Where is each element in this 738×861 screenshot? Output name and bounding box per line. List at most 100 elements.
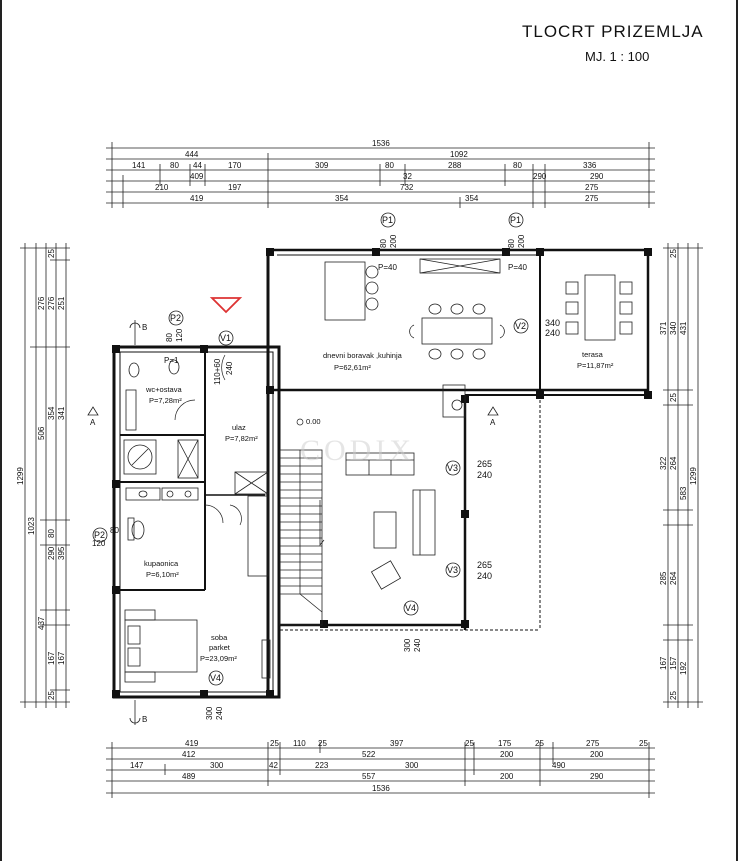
room-name-bathroom: kupaonica: [144, 559, 179, 568]
opening-p1-right: P1 80 200 P=40: [507, 212, 527, 272]
dim-label: 290: [590, 772, 604, 781]
dim-label: 341: [57, 406, 66, 420]
opening-p1-left: P1 80 200 P=40: [378, 212, 398, 272]
top-dimensions: [106, 142, 655, 208]
dim-label: 200: [500, 750, 514, 759]
svg-text:P1: P1: [382, 215, 393, 225]
svg-text:80: 80: [379, 239, 388, 248]
dim-label: 25: [465, 739, 474, 748]
drawing-scale: MJ. 1 : 100: [585, 49, 650, 64]
dim-label: 25: [535, 739, 544, 748]
dim-label: 489: [182, 772, 196, 781]
dim-label: 275: [585, 183, 599, 192]
dim-label: 25: [669, 691, 678, 700]
dim-label: 157: [669, 656, 678, 670]
svg-text:120: 120: [92, 539, 106, 548]
columns: [112, 248, 652, 698]
svg-text:240: 240: [413, 638, 422, 652]
page-border-right: [736, 0, 738, 861]
dim-label: 80: [47, 529, 56, 538]
top-dimension-labels: 1536 444 1092 141 80 44 170 309 80 288 8…: [132, 139, 604, 203]
dim-label: 444: [185, 150, 199, 159]
svg-text:240: 240: [545, 328, 560, 338]
room-name-terrace: terasa: [582, 350, 604, 359]
dim-label: 80: [513, 161, 522, 170]
opening-p2-top: P2 80 120 P=1: [164, 310, 184, 365]
section-label-a: A: [90, 418, 96, 427]
dim-label: 276: [37, 296, 46, 310]
svg-text:240: 240: [215, 706, 224, 720]
dim-label: 80: [170, 161, 179, 170]
dim-label: 25: [669, 249, 678, 258]
dim-label: 557: [362, 772, 376, 781]
svg-text:V4: V4: [405, 603, 416, 613]
dim-label: 25: [47, 249, 56, 258]
svg-text:240: 240: [477, 470, 492, 480]
svg-text:200: 200: [517, 234, 526, 248]
dim-label: 264: [669, 571, 678, 585]
dim-label: 395: [57, 546, 66, 560]
dim-label: 80: [385, 161, 394, 170]
drawing-title: TLOCRT PRIZEMLJA: [522, 22, 704, 41]
dim-label: 409: [190, 172, 204, 181]
dim-label: 1299: [16, 467, 25, 485]
dining-table: [409, 303, 505, 360]
room-area-bathroom: P=6,10m²: [146, 570, 179, 579]
dim-label: 583: [679, 486, 688, 500]
opening-v4a: V4 300 240: [403, 600, 422, 652]
dim-label: 147: [130, 761, 144, 770]
svg-text:P2: P2: [94, 530, 105, 540]
svg-text:110+60: 110+60: [213, 358, 222, 385]
svg-text:265: 265: [477, 459, 492, 469]
staircase: [234, 449, 325, 626]
svg-text:265: 265: [477, 560, 492, 570]
section-label-a: A: [490, 418, 496, 427]
dim-label: 522: [362, 750, 376, 759]
watermark: CODIX: [300, 434, 415, 467]
dim-label: 276: [47, 296, 56, 310]
dim-label: 1092: [450, 150, 468, 159]
dim-label: 264: [669, 456, 678, 470]
svg-text:P2: P2: [170, 313, 181, 323]
dim-label: 141: [132, 161, 146, 170]
opening-v2: V2 340 240: [513, 318, 560, 338]
room-name-living: dnevni boravak ,kuhinja: [323, 351, 403, 360]
level-marker: [296, 418, 304, 426]
dim-label: 223: [315, 761, 329, 770]
svg-text:80: 80: [165, 333, 174, 342]
dim-label: 25: [669, 393, 678, 402]
opening-v3b: V3 265 240: [445, 560, 492, 581]
dim-label: 275: [585, 194, 599, 203]
room-sub-bedroom: parket: [209, 643, 231, 652]
opening-p2-left: P2 80 120: [92, 526, 119, 548]
svg-text:V4: V4: [210, 673, 221, 683]
opening-v3a: V3 265 240: [445, 459, 492, 480]
room-area-living: P=62,61m²: [334, 363, 371, 372]
dim-label: 309: [315, 161, 329, 170]
entry-marker: [209, 297, 243, 314]
dim-label: 506: [37, 426, 46, 440]
dim-label: 25: [270, 739, 279, 748]
bottom-dimension-labels: 419 25 110 25 397 25 175 25 275 25 412 5…: [130, 739, 648, 793]
terrace-table: [565, 274, 633, 341]
svg-text:P=40: P=40: [378, 263, 397, 272]
dim-label: 192: [679, 661, 688, 675]
svg-text:P1: P1: [510, 215, 521, 225]
dim-label: 167: [47, 651, 56, 665]
left-dimensions: [20, 243, 70, 708]
svg-text:300: 300: [205, 706, 214, 720]
dim-label: 300: [405, 761, 419, 770]
svg-text:300: 300: [403, 638, 412, 652]
dim-label: 288: [448, 161, 462, 170]
dim-label: 412: [182, 750, 196, 759]
dim-label: 354: [335, 194, 349, 203]
opening-v1: V1 110+60 240: [213, 330, 234, 385]
dim-label: 354: [465, 194, 479, 203]
room-name-entrance: ulaz: [232, 423, 246, 432]
svg-text:V3: V3: [447, 463, 458, 473]
right-dimensions: [663, 243, 703, 708]
svg-text:240: 240: [477, 571, 492, 581]
svg-text:120: 120: [175, 328, 184, 342]
section-label-b: B: [142, 323, 147, 332]
